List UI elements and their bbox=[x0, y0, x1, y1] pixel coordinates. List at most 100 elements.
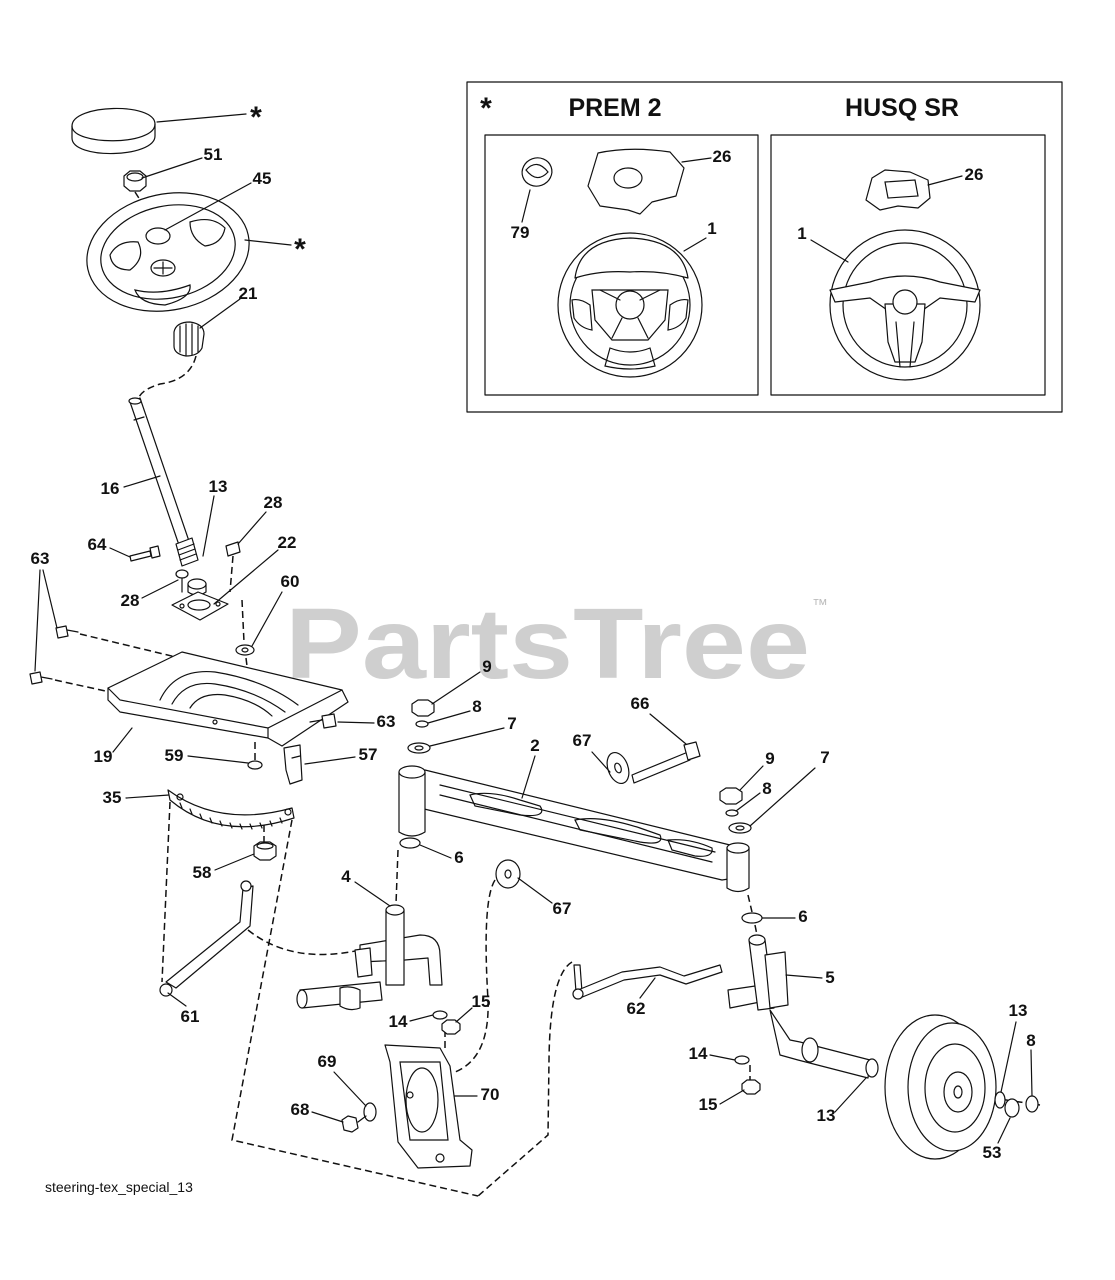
washer-13-inner bbox=[865, 1058, 879, 1078]
nut-15-right bbox=[741, 1079, 761, 1095]
callout-label: 58 bbox=[193, 863, 212, 882]
callout-59: 59 bbox=[165, 746, 249, 765]
callout-label: * bbox=[294, 233, 306, 266]
washer-14-left bbox=[432, 1010, 448, 1020]
callout-2: 2 bbox=[521, 736, 540, 799]
washer-67-lower bbox=[495, 859, 521, 889]
callout-6-right: 6 bbox=[761, 907, 808, 926]
callout-7-left: 7 bbox=[429, 714, 517, 747]
front-axle-2 bbox=[398, 765, 750, 893]
bolt-63-top bbox=[55, 625, 79, 639]
sector-gear-35 bbox=[167, 789, 295, 830]
callout-67-upper: 67 bbox=[573, 731, 611, 773]
callout-label: 9 bbox=[482, 657, 491, 676]
callout-53: 53 bbox=[983, 1117, 1011, 1162]
callout-label: 1 bbox=[797, 224, 806, 243]
callout-label: 6 bbox=[798, 907, 807, 926]
prem2-panel: 26 79 1 bbox=[484, 134, 759, 396]
callout-label: 4 bbox=[341, 867, 351, 886]
callout-label: 67 bbox=[553, 899, 572, 918]
washer-14-right bbox=[734, 1055, 750, 1065]
callout-label: 79 bbox=[511, 223, 530, 242]
callout-64: 64 bbox=[88, 535, 131, 558]
callout-15-left: 15 bbox=[455, 992, 491, 1023]
bolt-28-lower bbox=[175, 569, 189, 593]
callout-8-left: 8 bbox=[427, 697, 482, 724]
callout-14-left: 14 bbox=[389, 1012, 434, 1031]
callout-35: 35 bbox=[103, 788, 170, 807]
husqsr-trim-panel-26 bbox=[865, 169, 931, 211]
callout-label: 59 bbox=[165, 746, 184, 765]
callout-label: 63 bbox=[31, 549, 50, 568]
callout-57: 57 bbox=[304, 745, 378, 765]
mounting-plate-22 bbox=[171, 591, 229, 621]
washer-59 bbox=[247, 760, 263, 770]
callout-label: 53 bbox=[983, 1143, 1002, 1162]
callout-28-upper: 28 bbox=[237, 493, 283, 545]
callout-husqsr-1: 1 bbox=[797, 224, 849, 263]
callout-label: 8 bbox=[762, 779, 771, 798]
callout-45: 45 bbox=[164, 169, 271, 231]
callout-label: 13 bbox=[1009, 1001, 1028, 1020]
callout-label: 21 bbox=[239, 284, 258, 303]
steering-bracket-19 bbox=[107, 651, 349, 747]
nut-58 bbox=[253, 841, 277, 861]
bracket-70 bbox=[384, 1044, 473, 1169]
callout-66: 66 bbox=[631, 694, 687, 745]
partstree-watermark: PartsTree ™ bbox=[285, 588, 828, 700]
callout-6-left: 6 bbox=[419, 844, 464, 867]
callout-69: 69 bbox=[318, 1052, 367, 1107]
callout-58: 58 bbox=[193, 853, 255, 882]
callout-label: 35 bbox=[103, 788, 122, 807]
washer-60 bbox=[235, 644, 255, 656]
callout-label: 67 bbox=[573, 731, 592, 750]
callout-label: 68 bbox=[291, 1100, 310, 1119]
callout-label: 22 bbox=[278, 533, 297, 552]
prem2-emblem-79 bbox=[521, 157, 553, 187]
callout-cap-star: * bbox=[156, 101, 262, 134]
callout-label: 57 bbox=[359, 745, 378, 764]
callout-label: 7 bbox=[507, 714, 516, 733]
callout-label: 5 bbox=[825, 968, 834, 987]
bolt-28-upper bbox=[225, 541, 241, 557]
callout-62: 62 bbox=[627, 977, 656, 1018]
spindle-5 bbox=[727, 934, 871, 1079]
callout-70: 70 bbox=[453, 1085, 499, 1104]
callout-wheel-star: * bbox=[244, 233, 306, 266]
callout-63-right: 63 bbox=[337, 712, 396, 731]
callout-22: 22 bbox=[213, 533, 297, 605]
callout-67-lower: 67 bbox=[517, 877, 572, 918]
washer-6-right bbox=[741, 912, 763, 924]
callout-label: 28 bbox=[264, 493, 283, 512]
callout-label: 66 bbox=[631, 694, 650, 713]
callout-label: 16 bbox=[101, 479, 120, 498]
bolt-68 bbox=[341, 1115, 367, 1133]
steering-wheel bbox=[86, 192, 250, 312]
tie-rod-62 bbox=[572, 964, 723, 1000]
callout-label: 69 bbox=[318, 1052, 337, 1071]
watermark-trademark: ™ bbox=[812, 597, 828, 614]
callout-label: 15 bbox=[472, 992, 491, 1011]
washer-13-outer bbox=[994, 1091, 1006, 1109]
nut-51 bbox=[123, 170, 147, 192]
callout-label: 51 bbox=[204, 145, 223, 164]
callout-prem2-1: 1 bbox=[683, 219, 717, 252]
callout-13-shaft: 13 bbox=[202, 477, 227, 557]
inset-title-prem2: PREM 2 bbox=[568, 94, 661, 122]
callout-9-left: 9 bbox=[431, 657, 492, 705]
callout-prem2-79: 79 bbox=[511, 189, 531, 242]
husqsr-panel: 26 1 bbox=[770, 134, 1046, 396]
callout-husqsr-26: 26 bbox=[927, 165, 983, 186]
nut-8-wheel bbox=[1025, 1095, 1039, 1113]
pivot-hardware-left bbox=[407, 699, 435, 754]
callout-4: 4 bbox=[341, 867, 391, 907]
callout-13-inner: 13 bbox=[817, 1077, 867, 1125]
callout-8-right: 8 bbox=[735, 779, 772, 812]
callout-61: 61 bbox=[167, 992, 199, 1026]
callout-label: 63 bbox=[377, 712, 396, 731]
callout-label: 62 bbox=[627, 999, 646, 1018]
callout-14-right: 14 bbox=[689, 1044, 736, 1063]
callout-label: 6 bbox=[454, 848, 463, 867]
drag-link-61 bbox=[159, 880, 254, 997]
